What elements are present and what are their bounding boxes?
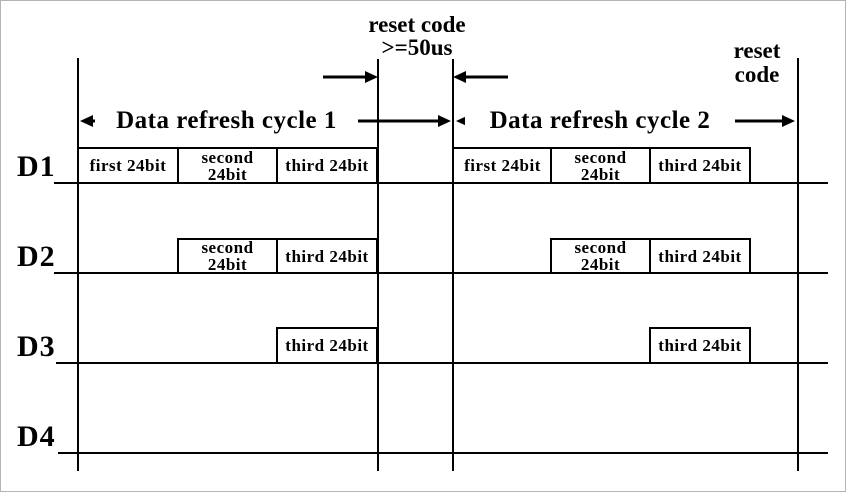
reset-gap-label: reset code >=50us — [332, 13, 502, 59]
start-boundary-line — [77, 58, 79, 471]
box-c1-d2-second-24bit: second 24bit — [177, 238, 278, 274]
signal-line-d1 — [54, 182, 828, 184]
box-c2-d1-first-24bit: first 24bit — [452, 147, 553, 184]
reset-gap-left-arrow — [323, 71, 378, 83]
reset-gap-right-arrow — [453, 71, 508, 83]
box-c2-d2-third-24bit: third 24bit — [649, 238, 751, 274]
row-label-d2: D2 — [17, 240, 56, 273]
cycle2-label: Data refresh cycle 2 — [465, 105, 735, 136]
signal-line-d3 — [56, 362, 828, 364]
reset-gap-duration: >=50us — [381, 35, 453, 60]
cycle1-label: Data refresh cycle 1 — [95, 105, 358, 136]
end-boundary-line — [797, 58, 799, 471]
reset-end-label: reset code — [733, 38, 781, 87]
signal-line-d4 — [58, 452, 828, 454]
box-c2-d2-second-24bit: second 24bit — [550, 238, 651, 274]
box-c2-d3-third-24bit: third 24bit — [649, 327, 751, 364]
reset-gap-right-line — [452, 59, 454, 471]
reset-gap-title: reset code — [368, 12, 466, 37]
box-c1-d1-third-24bit: third 24bit — [276, 147, 378, 184]
box-c2-d1-second-24bit: second 24bit — [550, 147, 651, 184]
signal-line-d2 — [54, 272, 828, 274]
row-label-d1: D1 — [17, 150, 56, 183]
box-c2-d1-third-24bit: third 24bit — [649, 147, 751, 184]
box-c1-d1-first-24bit: first 24bit — [77, 147, 179, 184]
row-label-d4: D4 — [17, 420, 56, 453]
row-label-d3: D3 — [17, 330, 56, 363]
box-c1-d2-third-24bit: third 24bit — [276, 238, 378, 274]
box-c1-d1-second-24bit: second 24bit — [177, 147, 278, 184]
reset-gap-left-line — [377, 59, 379, 471]
box-c1-d3-third-24bit: third 24bit — [276, 327, 378, 364]
